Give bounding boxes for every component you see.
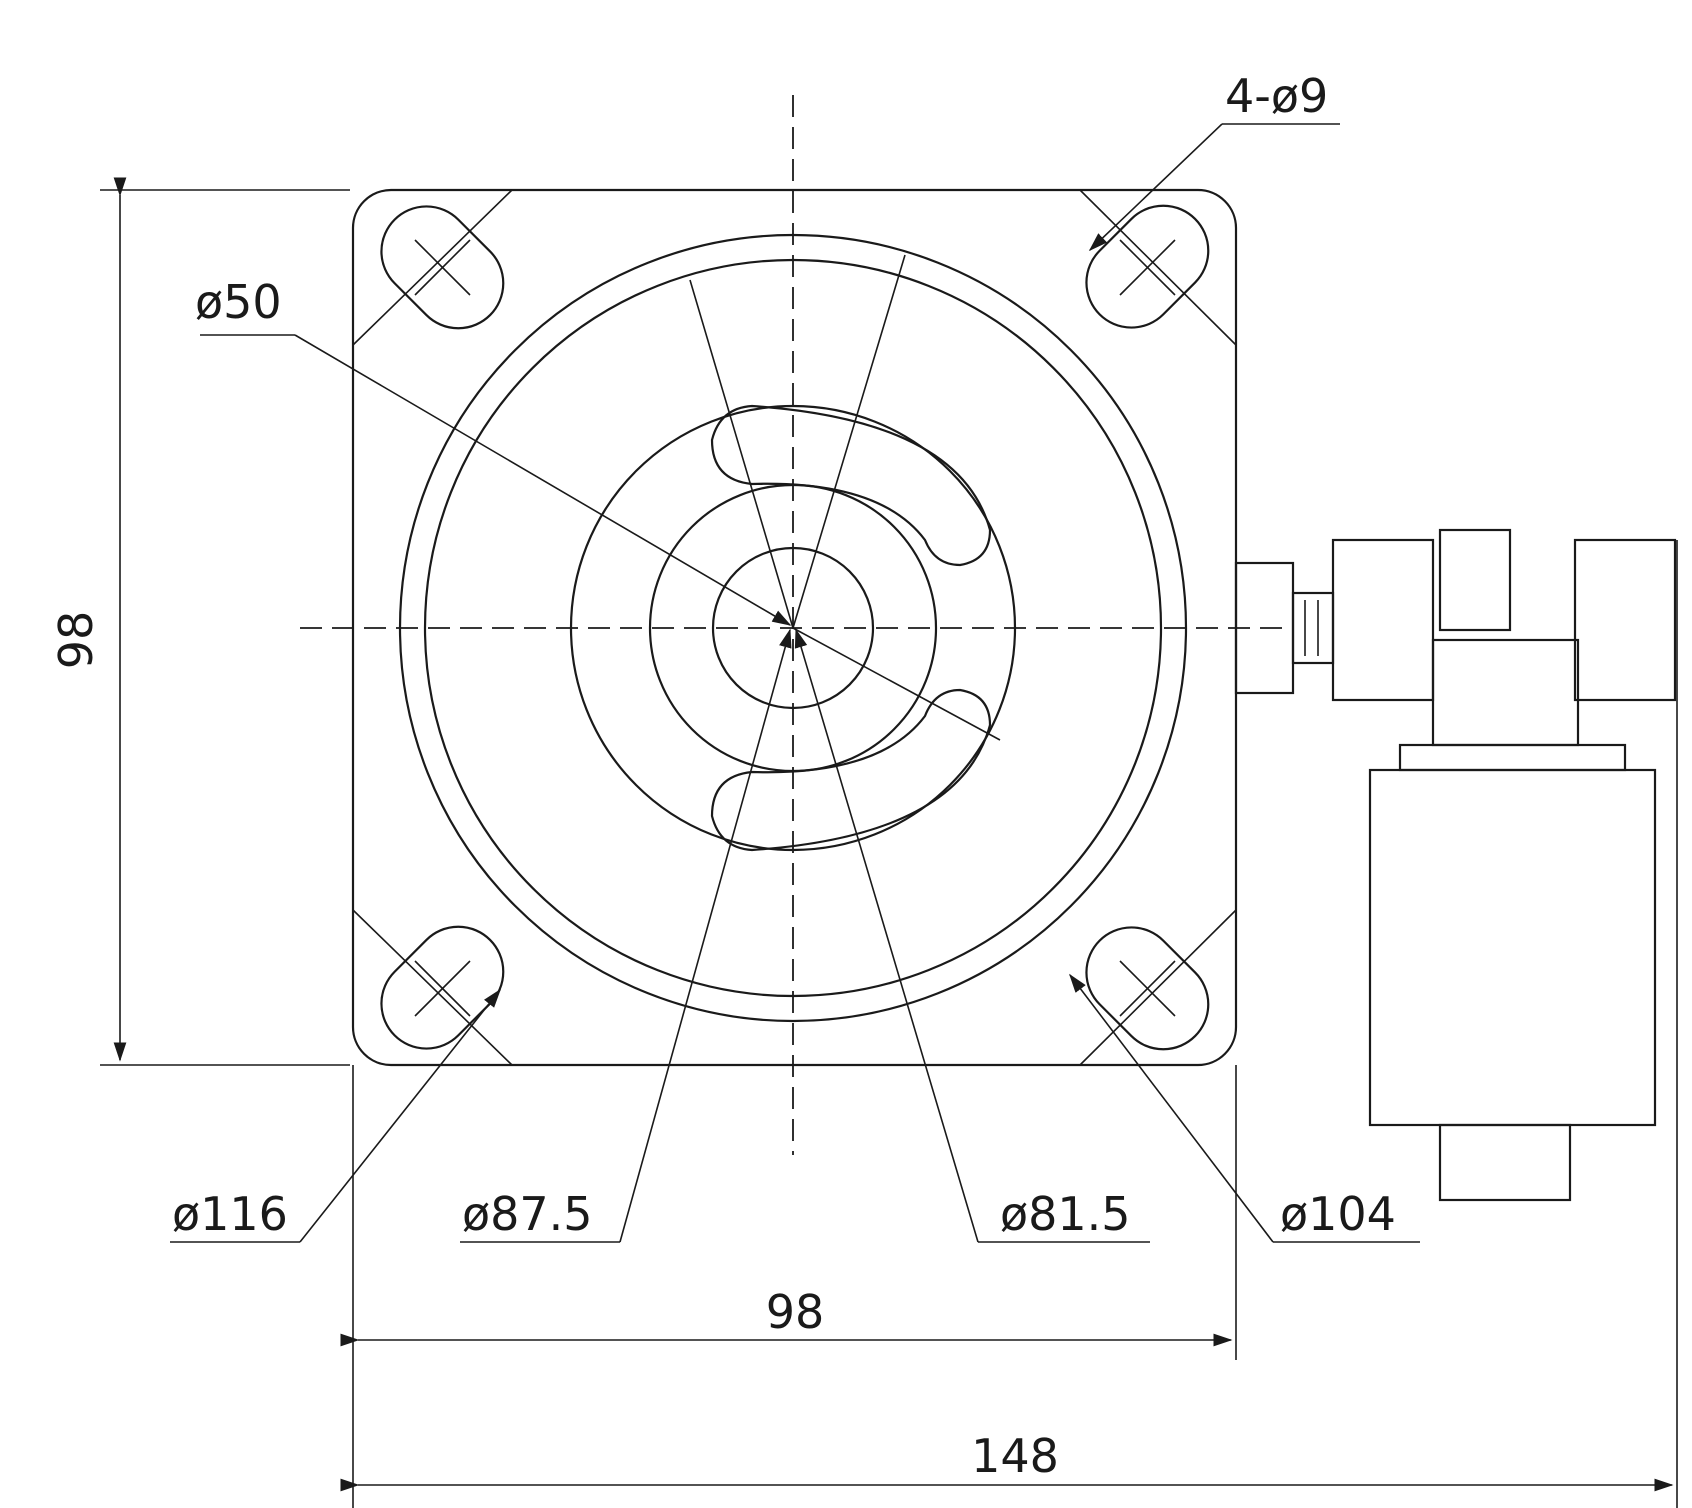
label-d81-5: ø81.5 — [1000, 1187, 1131, 1241]
mounting-hole-bottom-right — [1085, 926, 1210, 1051]
ring-d87-5 — [569, 404, 1017, 852]
ring-d104 — [423, 258, 1163, 998]
label-d50: ø50 — [195, 275, 282, 329]
mounting-holes — [380, 204, 1210, 1051]
label-d104: ø104 — [1280, 1187, 1396, 1241]
label-d87-5: ø87.5 — [462, 1187, 593, 1241]
center-lines — [300, 95, 1290, 1155]
leader-lines — [170, 123, 1420, 1243]
dimension-labels: 4-ø9 ø50 98 ø116 ø87.5 ø81.5 ø104 98 148 — [49, 69, 1396, 1483]
dimension-lines — [100, 177, 1678, 1508]
mounting-hole-top-left — [380, 205, 505, 330]
label-overall-width: 148 — [971, 1429, 1059, 1483]
label-height: 98 — [49, 611, 103, 670]
label-holes: 4-ø9 — [1225, 69, 1328, 123]
ring-d116 — [398, 233, 1188, 1023]
side-connector — [1234, 528, 1677, 1202]
label-width: 98 — [766, 1285, 825, 1339]
concentric-rings — [398, 233, 1188, 1023]
kidney-slots — [710, 404, 992, 852]
mounting-hole-top-right — [1085, 204, 1210, 329]
corner-chamfers — [352, 189, 1237, 1066]
label-d116: ø116 — [172, 1187, 288, 1241]
ring-d50 — [711, 546, 875, 710]
mounting-hole-bottom-left — [380, 925, 505, 1050]
